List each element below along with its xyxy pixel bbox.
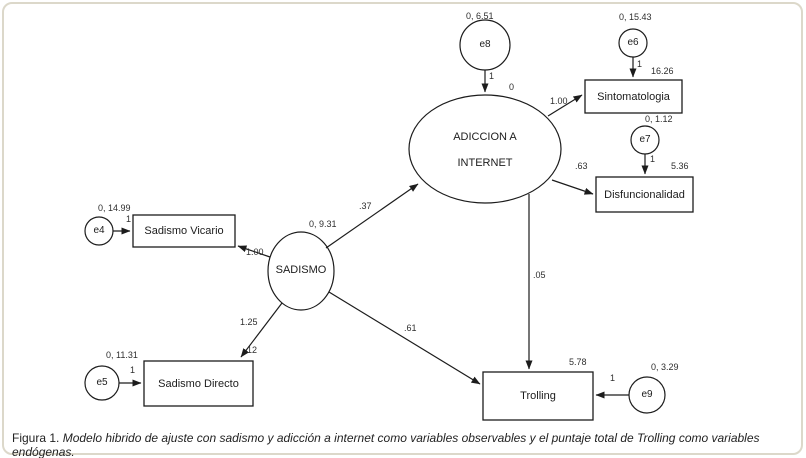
figure-caption: Figura 1. Modelo hibrido de ajuste con s… — [12, 431, 794, 458]
e6-weight-label: 1 — [637, 59, 643, 69]
arrow-sadismo-to-sadismo-vicario — [237, 245, 271, 258]
e9-weight-label: 1 — [610, 373, 616, 383]
e4-variance-label: 0, 14.99 — [98, 203, 131, 213]
coef-sadismo-directo: 1.25 — [240, 317, 258, 327]
observed-sintomatologia-box — [584, 79, 683, 114]
observed-trolling-box — [482, 371, 594, 421]
arrow-sadismo-to-adiccion — [325, 183, 419, 249]
coef-adiccion-disfuncionalidad: .63 — [575, 161, 588, 171]
sintomatologia-label: Sintomatologia — [597, 90, 670, 103]
e8-variance-label: 0, 6.51 — [466, 11, 494, 21]
coef-adiccion-trolling: .05 — [533, 270, 546, 280]
sintomatologia-value-label: 16.26 — [651, 66, 674, 76]
e5-variance-label: 0, 11.31 — [106, 350, 138, 360]
sadismo-directo-value-label: 12 — [247, 345, 258, 355]
sadismo-vicario-label: Sadismo Vicario — [144, 225, 224, 237]
e9-label: e9 — [641, 389, 653, 400]
adiccion-label-line2: INTERNET — [457, 157, 513, 169]
e8-label: e8 — [479, 39, 491, 50]
e9-variance-label: 0, 3.29 — [651, 362, 679, 372]
e7-weight-label: 1 — [650, 154, 656, 164]
sadismo-directo-label: Sadismo Directo — [158, 377, 239, 390]
e4-label: e4 — [93, 225, 105, 236]
coef-sadismo-vicario: 1.00 — [246, 247, 264, 257]
figure-caption-prefix: Figura 1. — [12, 431, 60, 445]
arrow-adiccion-to-disfuncionalidad — [551, 179, 594, 195]
e4-weight-label: 1 — [126, 214, 132, 224]
arrow-sadismo-to-trolling — [328, 291, 481, 385]
adiccion-label-line1: ADICCION A — [453, 131, 517, 143]
arrow-adiccion-to-sintomatologia — [547, 94, 583, 117]
observed-sadismo-directo-box — [143, 360, 254, 407]
e7-label: e7 — [639, 134, 651, 145]
figure-caption-text: Modelo hibrido de ajuste con sadismo y a… — [12, 431, 760, 458]
e6-variance-label: 0, 15.43 — [619, 12, 652, 22]
e5-weight-label: 1 — [130, 365, 136, 375]
disfuncionalidad-label: Disfuncionalidad — [604, 188, 685, 201]
observed-sadismo-vicario-box — [132, 214, 236, 248]
e5-label: e5 — [96, 377, 108, 388]
coef-sadismo-trolling: .61 — [404, 323, 417, 333]
e8-weight-label: 1 — [489, 71, 495, 81]
latent-sadismo-ellipse — [267, 231, 335, 311]
trolling-value-label: 5.78 — [569, 357, 587, 367]
arrow-sadismo-to-sadismo-directo — [240, 302, 283, 358]
latent-adiccion-ellipse — [408, 94, 562, 204]
e7-variance-label: 0, 1.12 — [645, 114, 673, 124]
trolling-label: Trolling — [520, 390, 556, 402]
observed-disfuncionalidad-box — [595, 176, 694, 213]
sadismo-label: SADISMO — [275, 264, 327, 276]
e6-label: e6 — [627, 37, 639, 48]
sadismo-variance-label: 0, 9.31 — [309, 219, 337, 229]
coef-sadismo-adiccion: .37 — [359, 201, 372, 211]
path-diagram-canvas — [84, 19, 694, 421]
adiccion-intercept-label: 0 — [509, 82, 515, 92]
coef-adiccion-sintomatologia: 1.00 — [550, 96, 568, 106]
disfuncionalidad-value-label: 5.36 — [671, 161, 689, 171]
